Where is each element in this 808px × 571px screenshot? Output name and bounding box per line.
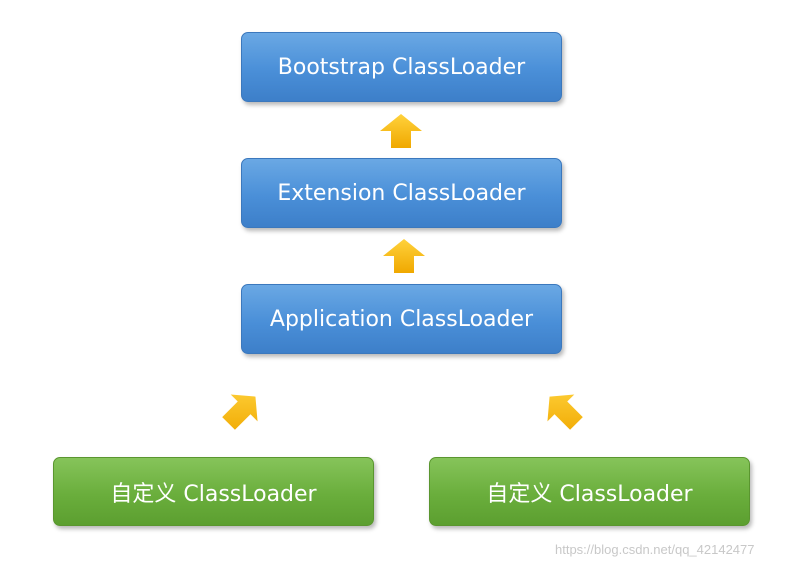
custom-classloader-label-right: 自定义 ClassLoader — [486, 481, 693, 507]
bootstrap-classloader-node: Bootstrap ClassLoader — [241, 32, 562, 102]
extension-classloader-node: Extension ClassLoader — [241, 158, 562, 228]
arrow-up-icon-application-to-extension — [383, 239, 425, 273]
custom-classloader-label-left: 自定义 ClassLoader — [110, 481, 317, 507]
arrow-diagonal-icon-custom-right-to-application — [547, 394, 583, 430]
custom-classloader-node-left: 自定义 ClassLoader — [53, 457, 374, 526]
watermark: https://blog.csdn.net/qq_42142477 — [555, 542, 755, 557]
arrow-up-icon-extension-to-bootstrap — [380, 114, 422, 148]
custom-classloader-node-right: 自定义 ClassLoader — [429, 457, 750, 526]
bootstrap-classloader-label: Bootstrap ClassLoader — [277, 54, 526, 80]
extension-classloader-label: Extension ClassLoader — [277, 180, 526, 206]
arrow-diagonal-icon-custom-left-to-application — [222, 394, 258, 430]
application-classloader-node: Application ClassLoader — [241, 284, 562, 354]
application-classloader-label: Application ClassLoader — [269, 306, 534, 332]
